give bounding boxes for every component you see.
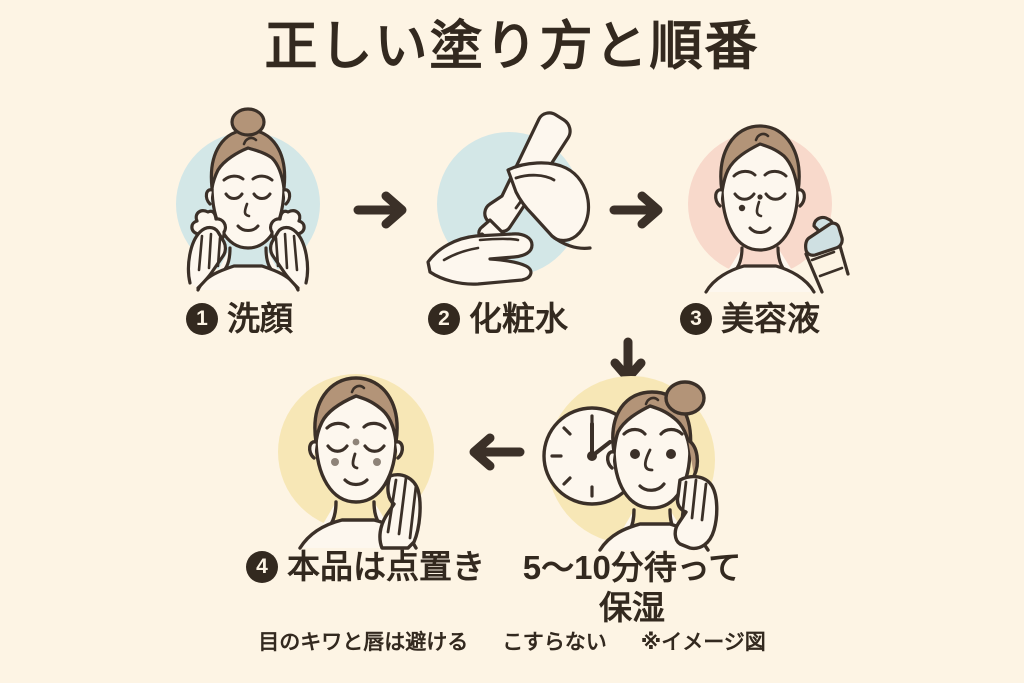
step-2-label-text: 化粧水 (469, 300, 568, 337)
step-3-badge: 3 (680, 302, 712, 335)
wait-text: 5〜10分待って 保湿 (522, 549, 742, 627)
arrow-wait-to-step4 (460, 432, 530, 472)
step-3-label-text: 美容液 (721, 300, 820, 337)
face-dots-application-icon (262, 362, 450, 550)
step-2-label: 2 化粧水 (428, 302, 568, 335)
step-1-label-text: 洗顔 (227, 300, 293, 337)
step-1-illustration (168, 107, 328, 292)
clock-waiting-face-icon (530, 372, 732, 552)
step-4-label: 4 本品は点置き (246, 550, 485, 583)
step-4-badge: 4 (246, 550, 278, 583)
serum-dropper-face-icon (672, 108, 850, 294)
step-2-illustration (420, 108, 598, 290)
face-washing-icon (168, 107, 328, 292)
step-2-badge: 2 (428, 302, 460, 335)
step-3-label: 3 美容液 (680, 302, 820, 335)
page-title: 正しい塗り方と順番 (264, 17, 760, 76)
footnote-image-disclaimer: ※イメージ図 (640, 631, 766, 654)
footnotes: 目のキワと唇は避ける こすらない ※イメージ図 (0, 626, 1024, 656)
step-1-label: 1 洗顔 (186, 302, 293, 335)
lotion-bottle-pouring-icon (420, 108, 598, 290)
step-4-label-text: 本品は点置き (287, 548, 485, 585)
step-1-badge: 1 (186, 302, 218, 335)
arrow-step2-to-step3 (608, 190, 672, 230)
wait-illustration (530, 372, 732, 552)
footnote-do-not-rub: こすらない (502, 631, 607, 654)
footnote-avoid-eyes-lips: 目のキワと唇は避ける (258, 631, 469, 654)
arrow-step1-to-step2 (352, 190, 416, 230)
step-4-illustration (262, 362, 450, 550)
step-3-illustration (672, 108, 850, 294)
